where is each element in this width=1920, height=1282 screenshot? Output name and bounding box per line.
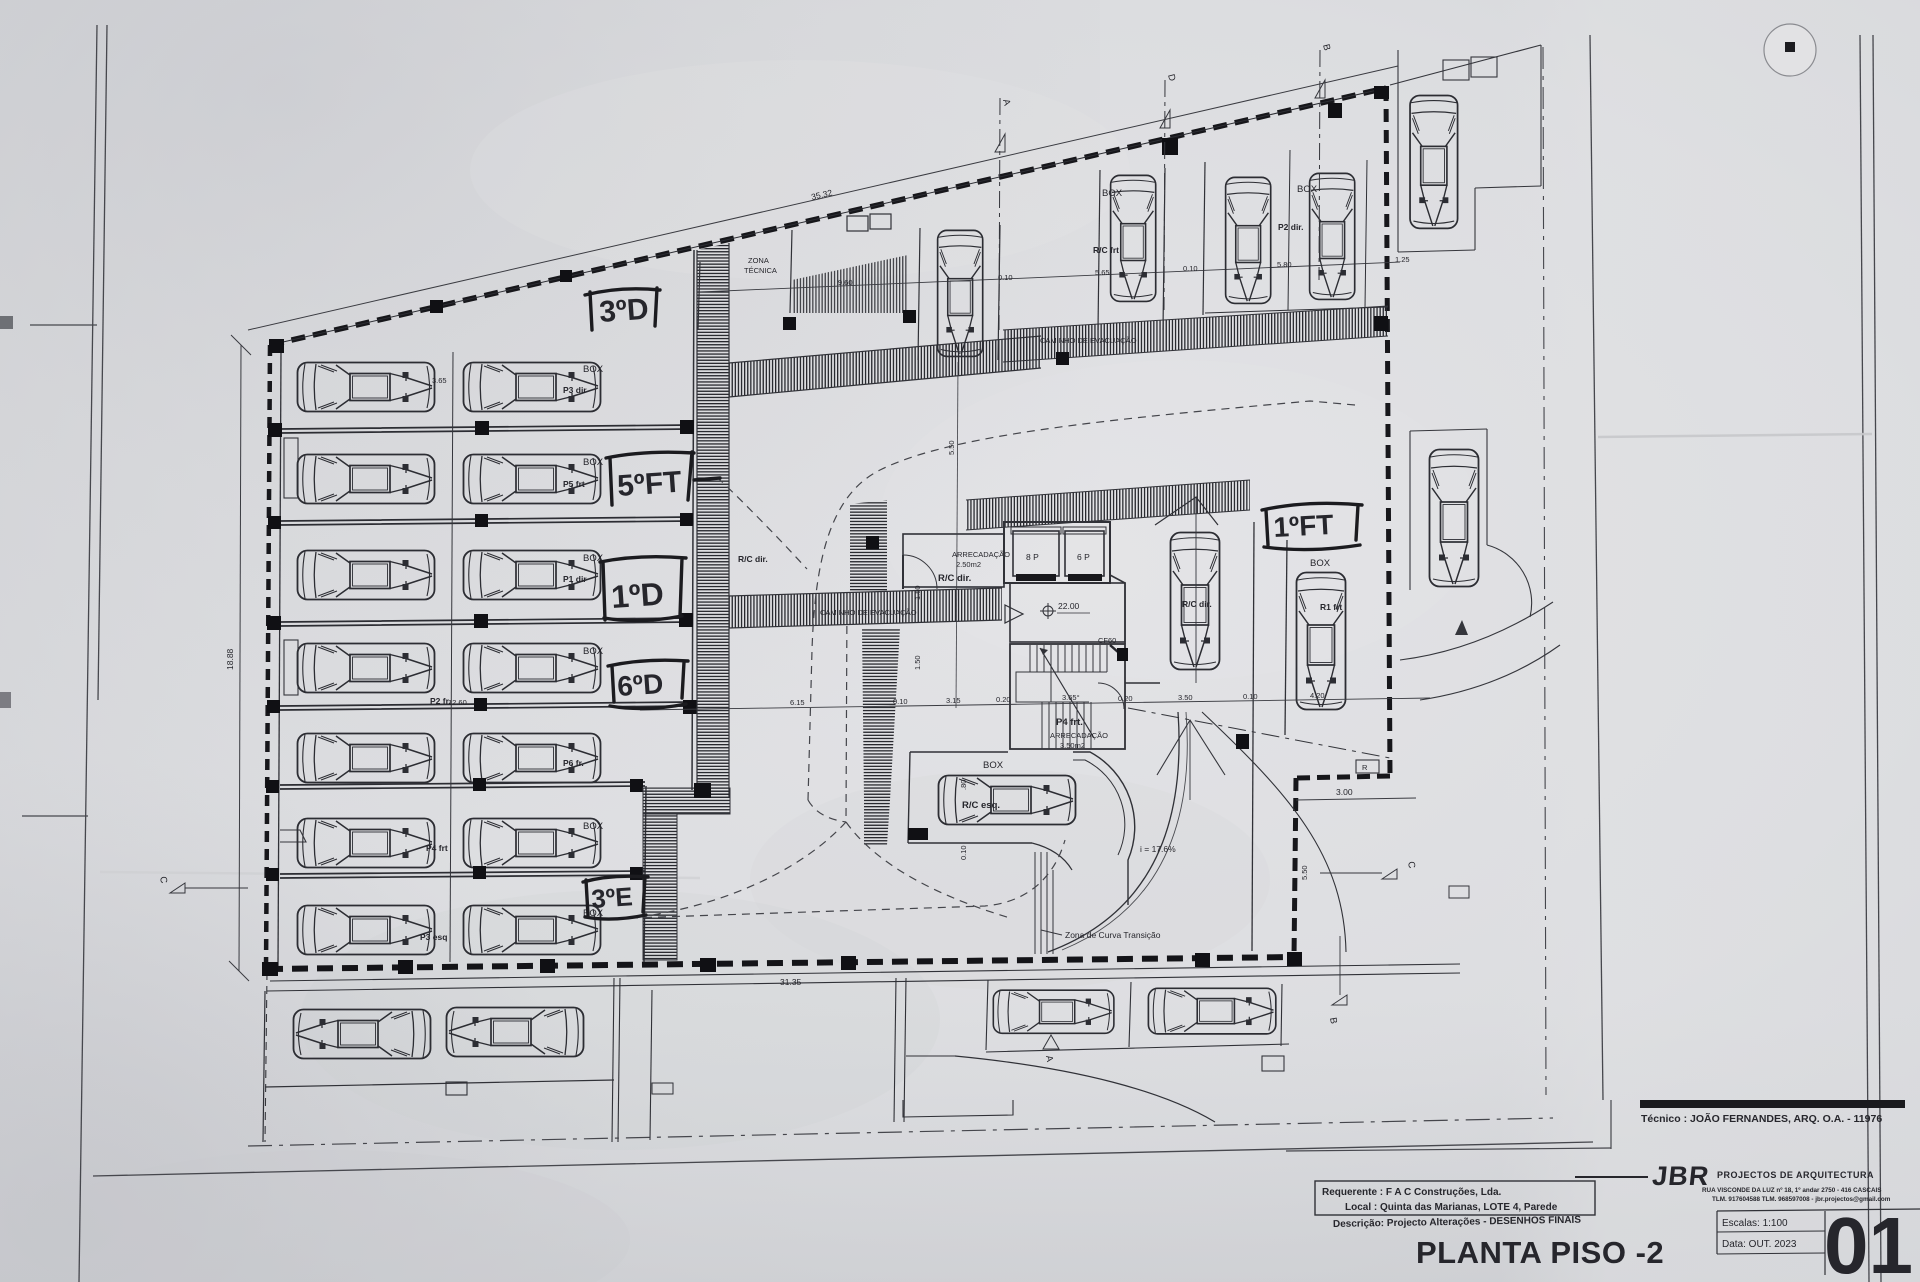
svg-text:01: 01 [1824, 1201, 1913, 1282]
svg-text:RUA VISCONDE DA LUZ nº 18, 1º: RUA VISCONDE DA LUZ nº 18, 1º andar 2750… [1702, 1187, 1881, 1194]
svg-text:5ºFT: 5ºFT [616, 466, 682, 503]
svg-text:3.00: 3.00 [1336, 787, 1353, 797]
svg-text:R/C dir.: R/C dir. [738, 554, 768, 564]
svg-text:D: D [1165, 73, 1177, 83]
svg-text:BOX: BOX [1310, 558, 1331, 569]
svg-text:12.60: 12.60 [448, 698, 467, 707]
svg-text:P5 frt: P5 frt [563, 479, 585, 489]
svg-text:TÉCNICA: TÉCNICA [744, 266, 777, 275]
svg-text:3.15: 3.15 [946, 696, 961, 705]
svg-text:BOX: BOX [983, 760, 1004, 771]
svg-text:5.50: 5.50 [947, 440, 956, 455]
svg-text:P2 fr.: P2 fr. [430, 696, 451, 706]
svg-text:BOX: BOX [1102, 188, 1123, 199]
svg-text:3ºE: 3ºE [590, 881, 633, 914]
svg-text:3.65: 3.65 [432, 376, 447, 385]
svg-text:0.20: 0.20 [1118, 694, 1133, 703]
svg-text:3.50m2: 3.50m2 [1060, 741, 1085, 750]
svg-text:CF60: CF60 [1098, 636, 1116, 645]
svg-text:0.10: 0.10 [1183, 264, 1198, 273]
svg-text:P3 dir: P3 dir [563, 385, 587, 395]
svg-text:0.10: 0.10 [893, 697, 908, 706]
svg-text:0.10: 0.10 [998, 273, 1013, 282]
svg-text:6ºD: 6ºD [616, 668, 664, 702]
svg-text:BOX: BOX [583, 364, 604, 375]
svg-text:0.10: 0.10 [959, 845, 968, 860]
svg-text:1ºFT: 1ºFT [1273, 509, 1335, 543]
svg-text:3.50: 3.50 [1178, 693, 1193, 702]
svg-text:R/C dir.: R/C dir. [1182, 599, 1212, 609]
svg-text:6 P: 6 P [1077, 552, 1090, 562]
svg-text:BOX: BOX [583, 821, 604, 832]
svg-text:R/C esq.: R/C esq. [962, 800, 1000, 811]
svg-text:PROJECTOS DE ARQUITECTURA: PROJECTOS DE ARQUITECTURA [1717, 1170, 1874, 1180]
svg-text:P1 dir: P1 dir [563, 574, 587, 584]
svg-text:R1 frt: R1 frt [1320, 602, 1342, 612]
svg-text:Descrição: Projecto Alteraçõe: Descrição: Projecto Alterações - DESENHO… [1333, 1215, 1582, 1230]
svg-text:BOX: BOX [583, 646, 604, 657]
svg-text:ARRECADAÇÃO: ARRECADAÇÃO [1050, 731, 1108, 740]
svg-text:BOX: BOX [583, 553, 604, 564]
svg-text:JBR: JBR [1651, 1160, 1711, 1191]
svg-text:Escalas: 1:100: Escalas: 1:100 [1722, 1218, 1788, 1229]
svg-text:B: B [1320, 43, 1332, 52]
svg-text:5.65: 5.65 [1095, 268, 1110, 277]
svg-text:R/C dir.: R/C dir. [938, 573, 971, 584]
svg-text:Zona de Curva Transição: Zona de Curva Transição [1065, 930, 1161, 940]
svg-text:CAMINHO DE EVACUAÇÃO: CAMINHO DE EVACUAÇÃO [1040, 336, 1137, 345]
svg-text:A: A [1000, 98, 1012, 108]
svg-text:2.50m2: 2.50m2 [956, 560, 981, 569]
svg-text:BOX: BOX [1297, 184, 1318, 195]
svg-text:PLANTA PISO -2: PLANTA PISO -2 [1416, 1235, 1664, 1270]
svg-text:9.60: 9.60 [838, 278, 853, 287]
svg-text:18.88: 18.88 [225, 648, 235, 670]
svg-text:3ºD: 3ºD [598, 293, 649, 329]
svg-text:1.50: 1.50 [913, 655, 922, 670]
svg-text:31.35: 31.35 [780, 977, 802, 987]
svg-text:C: C [157, 876, 169, 885]
svg-text:1.50: 1.50 [913, 585, 922, 600]
svg-text:Local : Quinta das Marianas, L: Local : Quinta das Marianas, LOTE 4, Par… [1345, 1202, 1558, 1213]
svg-text:1ºD: 1ºD [610, 575, 665, 615]
svg-text:22.00: 22.00 [1058, 601, 1080, 611]
svg-text:P4 frt: P4 frt [426, 843, 448, 853]
svg-text:TLM. 917604588 TLM. 968597008: TLM. 917604588 TLM. 968597008 - jbr.proj… [1712, 1196, 1891, 1203]
svg-text:ZONA: ZONA [748, 256, 769, 265]
svg-text:ARRECADAÇÃO: ARRECADAÇÃO [952, 550, 1010, 559]
svg-text:R: R [1362, 763, 1368, 772]
svg-text:.80: .80 [959, 780, 968, 790]
svg-text:A: A [1043, 1055, 1055, 1064]
svg-text:CAMINHO DE EVACUAÇÃO: CAMINHO DE EVACUAÇÃO [820, 608, 917, 617]
svg-text:Requerente : F A C Construçõe: Requerente : F A C Construções, Lda. [1322, 1187, 1502, 1198]
svg-text:5.50: 5.50 [1300, 865, 1309, 880]
svg-text:P2 dir.: P2 dir. [1278, 222, 1304, 232]
svg-text:1.25: 1.25 [1395, 255, 1410, 264]
svg-text:0.20: 0.20 [996, 695, 1011, 704]
svg-text:5.80: 5.80 [1277, 260, 1292, 269]
svg-text:BOX: BOX [583, 908, 604, 919]
svg-text:35.32: 35.32 [810, 187, 833, 202]
svg-text:0.10: 0.10 [1243, 692, 1258, 701]
svg-text:8 P: 8 P [1026, 552, 1039, 562]
svg-text:6.15: 6.15 [790, 698, 805, 707]
svg-text:4.20: 4.20 [1310, 691, 1325, 700]
svg-text:P4 frt.: P4 frt. [1056, 717, 1083, 728]
svg-text:i = 17.6%: i = 17.6% [1140, 844, 1176, 854]
svg-text:B: B [1327, 1017, 1339, 1025]
svg-text:Data: OUT. 2023: Data: OUT. 2023 [1722, 1239, 1797, 1250]
svg-text:P6 fr.: P6 fr. [563, 758, 584, 768]
svg-text:R/C frt: R/C frt [1093, 245, 1119, 255]
svg-text:C: C [1405, 861, 1417, 870]
svg-text:P3 esq: P3 esq [420, 932, 447, 942]
svg-text:BOX: BOX [583, 457, 604, 468]
svg-text:Técnico : JOÃO FERNANDES, ARQ.: Técnico : JOÃO FERNANDES, ARQ. O.A. - 11… [1641, 1112, 1882, 1125]
svg-text:3.65°: 3.65° [1062, 693, 1080, 702]
